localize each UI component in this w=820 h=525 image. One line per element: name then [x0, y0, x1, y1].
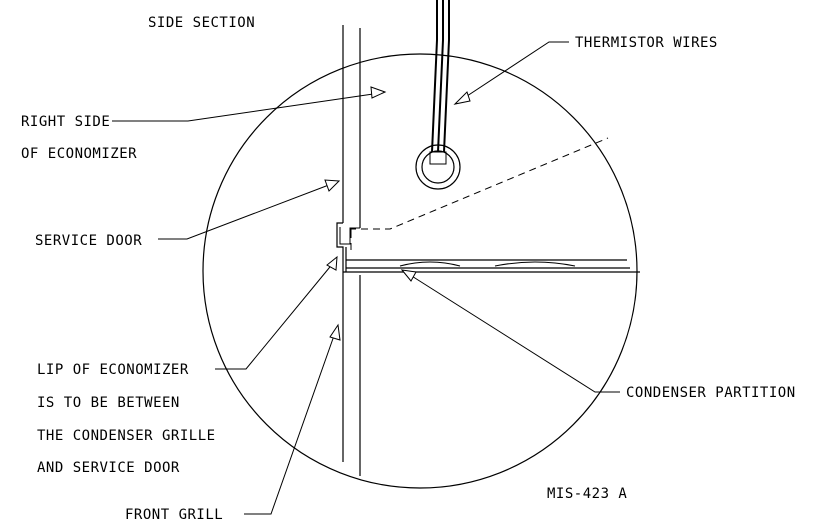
- service-door-arrow: [324, 179, 341, 192]
- partition-arc-left: [399, 261, 461, 267]
- thermistor-wires-arrow: [453, 91, 471, 105]
- lip-label-line4: AND SERVICE DOOR: [37, 460, 180, 476]
- lip-leader: [215, 261, 335, 370]
- right-side-label-line2: OF ECONOMIZER: [21, 146, 137, 162]
- service-door-leader: [158, 182, 335, 240]
- lip-label-line3: THE CONDENSER GRILLE: [37, 428, 216, 444]
- diagram-title: SIDE SECTION: [148, 15, 255, 31]
- service-door-label: SERVICE DOOR: [35, 233, 142, 249]
- lip-label-line1: LIP OF ECONOMIZER: [37, 362, 189, 378]
- thermistor-wire-3: [443, 0, 450, 153]
- front-grill-leader: [244, 329, 337, 515]
- lip-arrow: [326, 255, 338, 271]
- condenser-partition-label: CONDENSER PARTITION: [626, 385, 796, 401]
- right-side-leader: [112, 92, 381, 122]
- right-side-label-line1: RIGHT SIDE: [21, 114, 110, 130]
- condenser-partition-arrow: [400, 269, 417, 282]
- drawing-number: MIS-423 A: [547, 486, 627, 502]
- front-grill-arrow: [329, 323, 341, 341]
- thermistor-wires-leader: [460, 41, 569, 101]
- economizer-dashed-outline: [350, 137, 609, 231]
- thermistor-wires-label: THERMISTOR WIRES: [575, 35, 718, 51]
- right-side-arrow: [370, 86, 387, 99]
- economizer-lip-inner: [339, 227, 360, 245]
- thermistor-sensor-inner: [421, 150, 455, 184]
- condenser-partition-leader: [406, 272, 620, 393]
- front-grill-label: FRONT GRILL: [125, 507, 223, 523]
- thermistor-wire-2: [437, 0, 444, 153]
- economizer-lip: [336, 222, 344, 272]
- thermistor-connector: [429, 151, 447, 165]
- lip-label-line2: IS TO BE BETWEEN: [37, 395, 180, 411]
- thermistor-wire-1: [431, 0, 438, 153]
- section-circle: [202, 53, 638, 489]
- partition-arc-right: [494, 261, 576, 267]
